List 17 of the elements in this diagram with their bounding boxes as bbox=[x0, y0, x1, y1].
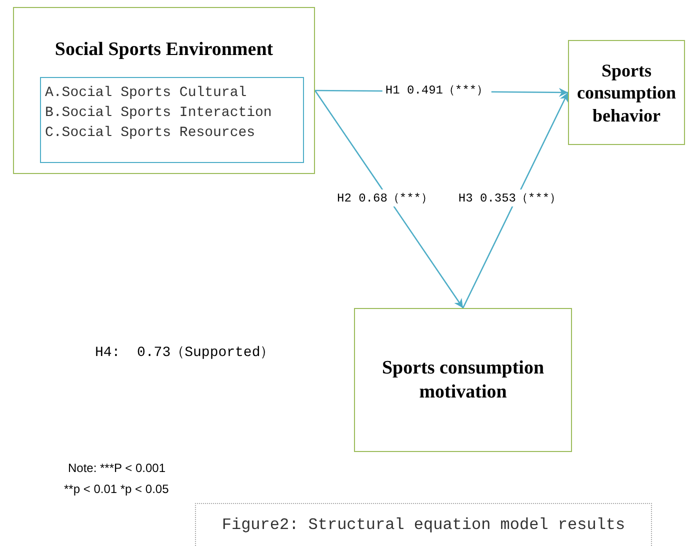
path-arrow bbox=[462, 92, 569, 308]
edge-label: H1 0.491（***） bbox=[382, 82, 492, 98]
dimension-text: C.Social Sports Resources bbox=[45, 125, 256, 141]
construct-title: Sports consumption motivation bbox=[380, 356, 546, 404]
hypothesis-note: H4: 0.73（Supported） bbox=[95, 344, 274, 361]
significance-note: **p < 0.01 *p < 0.05 bbox=[64, 482, 169, 496]
construct-title: Social Sports Environment bbox=[54, 38, 274, 62]
significance-note: Note: ***P < 0.001 bbox=[68, 461, 166, 475]
construct-box bbox=[568, 40, 685, 145]
dimension-text: A.Social Sports Cultural bbox=[45, 85, 247, 101]
dimension-box bbox=[40, 77, 304, 163]
construct-title: Sports consumption behavior bbox=[576, 58, 678, 126]
construct-box bbox=[354, 308, 572, 452]
path-arrow bbox=[314, 90, 464, 308]
figure-caption: Figure2: Structural equation model results bbox=[195, 503, 652, 546]
dimension-text: B.Social Sports Interaction bbox=[45, 105, 272, 121]
construct-box bbox=[13, 7, 315, 174]
